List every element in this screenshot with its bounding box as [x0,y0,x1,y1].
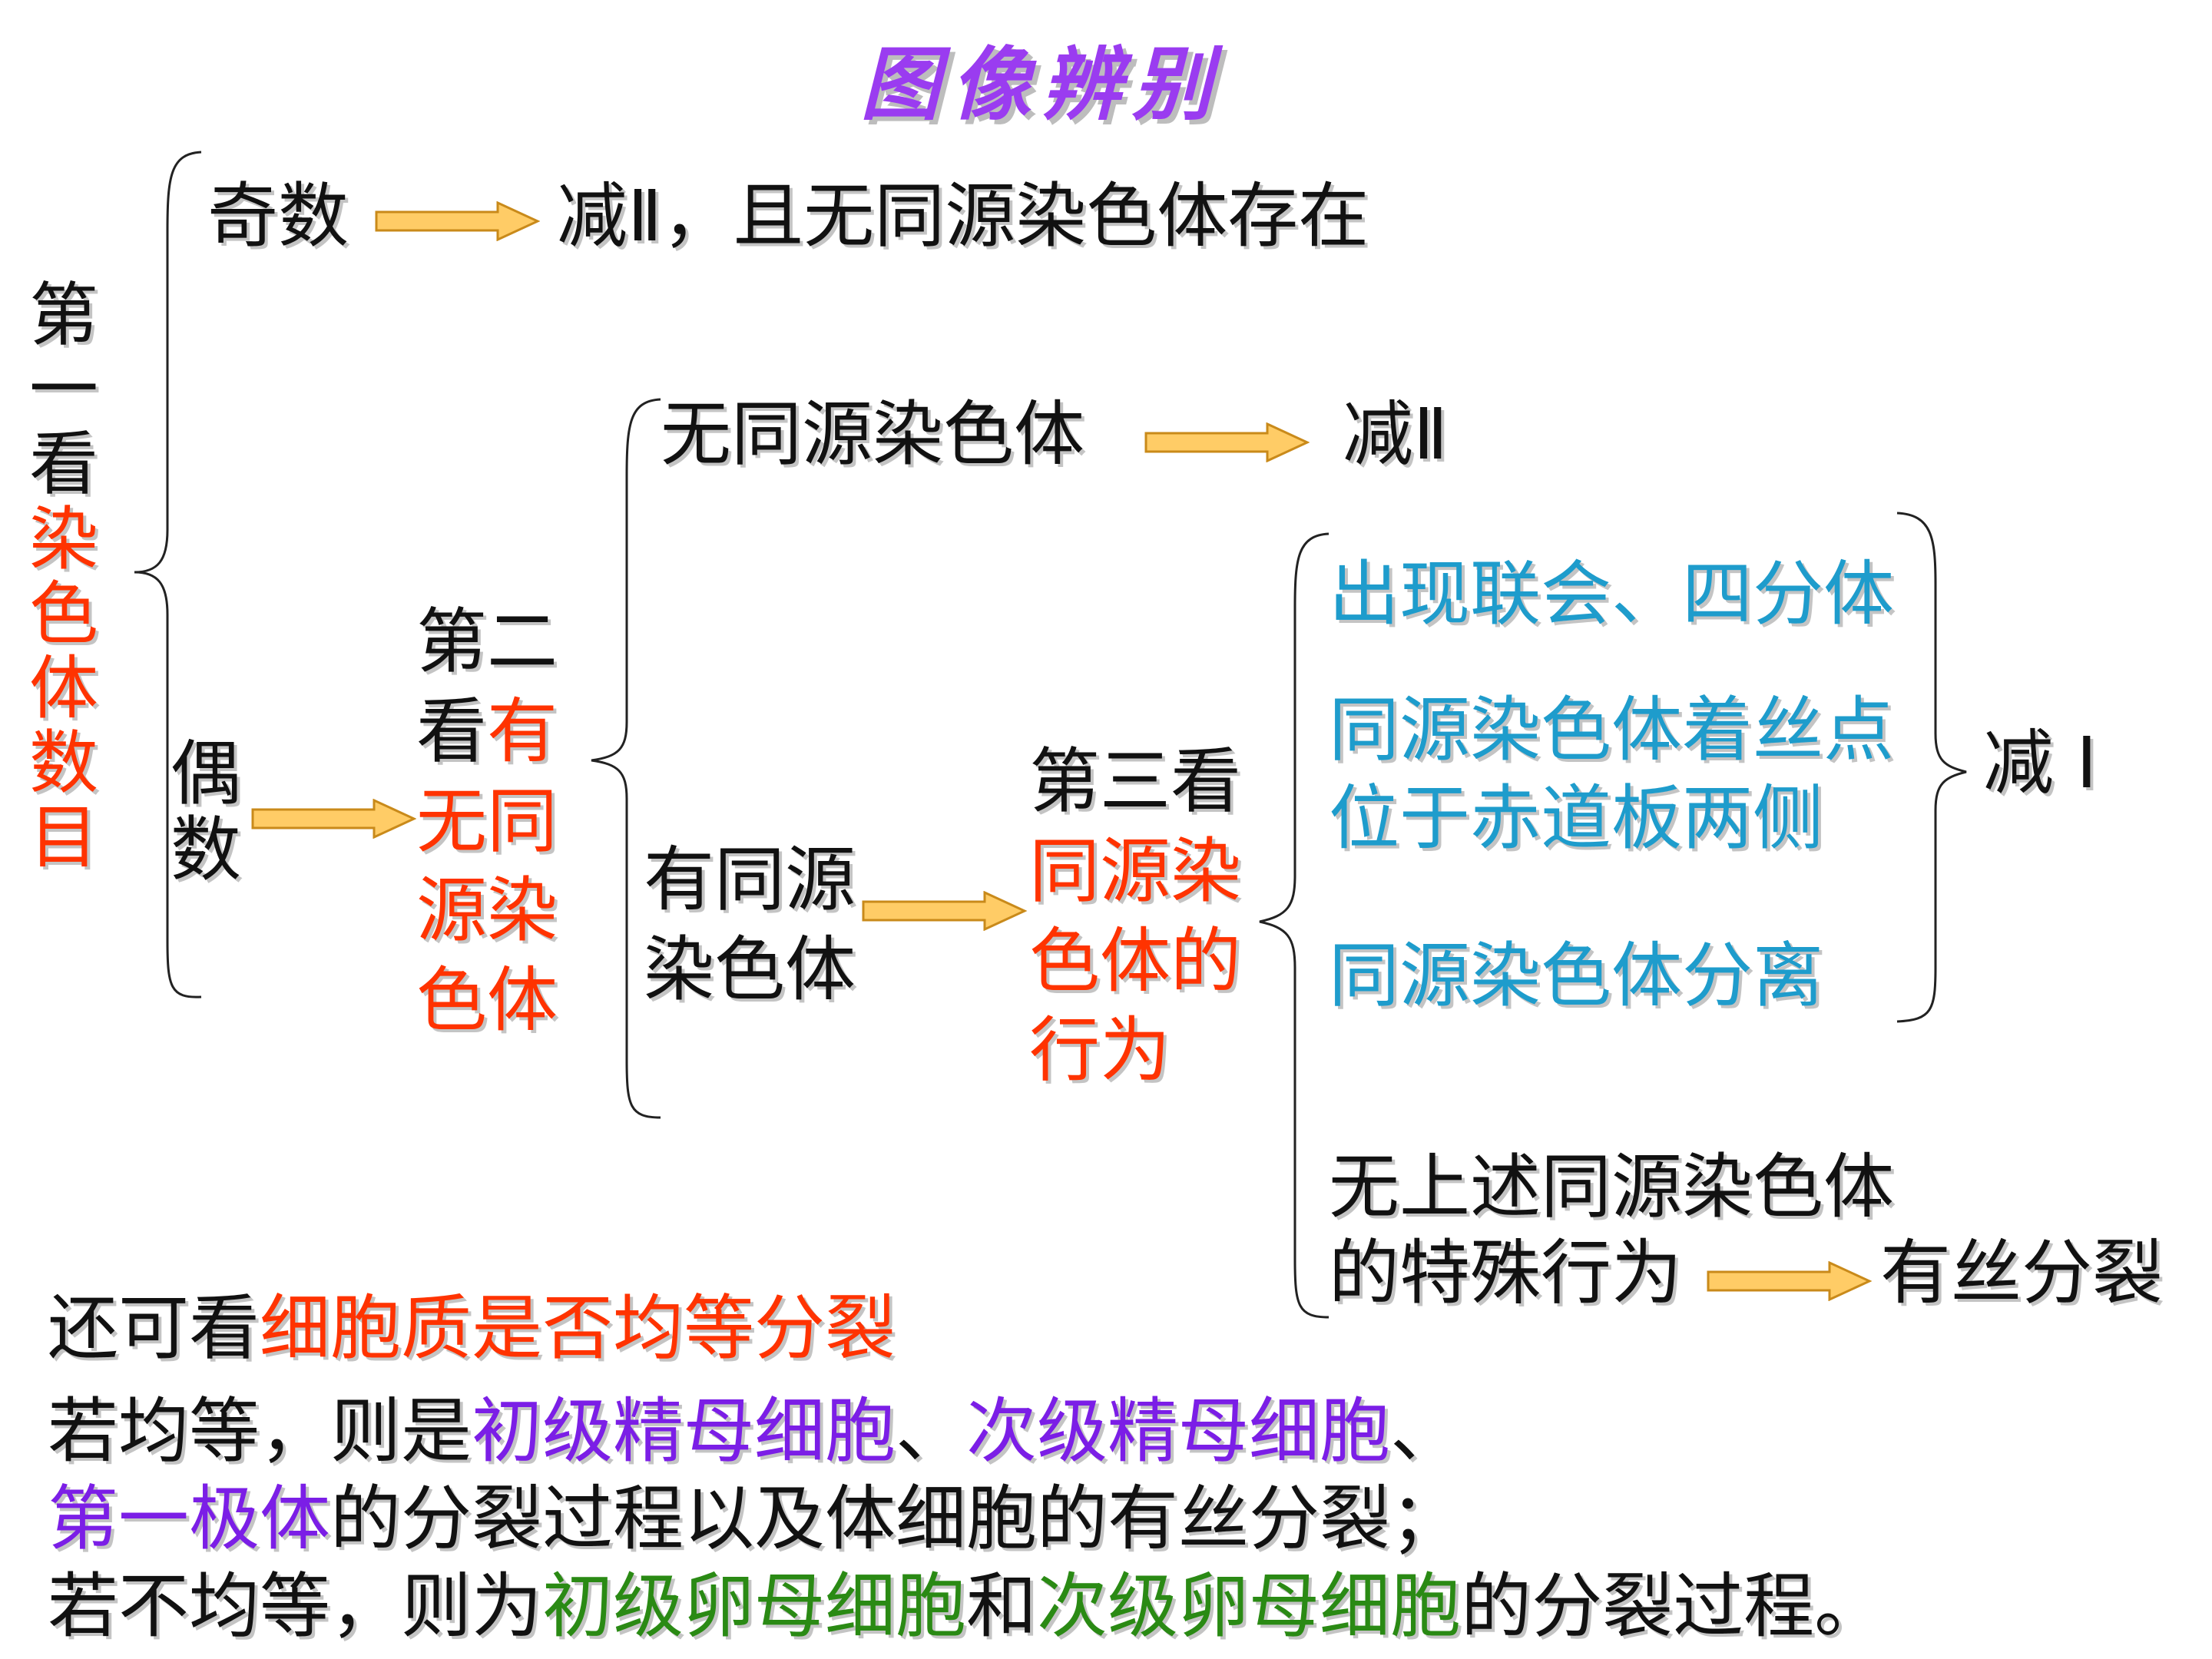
brace-first-look [134,151,202,998]
none-behavior-line2: 的特殊行为 [1329,1232,1683,1314]
behavior-centromere-line1: 同源染色体着丝点 [1329,689,1895,771]
note-line2-a: 若均等，则是 [48,1390,472,1472]
note-line4: 若不均等，则为初级卵母细胞和次级卵母细胞的分裂过程。 [48,1571,1885,1642]
even-label-char: 数 [171,809,242,892]
first-look-highlight-char: 数 [29,723,98,804]
note-line2-b: 初级精母细胞 [472,1390,896,1472]
first-look-highlight: 染色体数目 [29,498,98,879]
arrow-has-homolog [862,891,1027,931]
note-line3-a: 第一极体 [48,1478,331,1560]
first-look-prefix: 第一看 [29,278,98,502]
none-behavior-line1: 无上述同源染色体 [1329,1146,1895,1228]
even-label-char: 偶 [171,733,242,815]
first-look-prefix-char: 看 [29,424,98,505]
second-look-highlight: 有无同源染色体 [416,690,558,1042]
note-line1-a: 还可看 [48,1287,260,1369]
no-homolog-result: 减Ⅱ [1343,393,1449,475]
note-line2-c: 、 [896,1390,967,1472]
first-look-label: 第一看 染色体数目 [29,278,98,876]
behavior-centromere-line2: 位于赤道板两侧 [1329,777,1824,859]
behavior-synapsis: 出现联会、四分体 [1329,553,1895,635]
third-look-prefix: 第三看 [1029,740,1242,823]
note-line4-d: 次级卵母细胞 [1037,1565,1462,1647]
arrow-even [251,799,416,839]
behaviors-result: 减 Ⅰ [1983,722,2098,804]
first-look-highlight-char: 目 [29,797,98,879]
odd-result: 减Ⅱ，且无同源染色体存在 [557,175,1369,257]
first-look-highlight-char: 色 [29,573,98,654]
note-line2: 若均等，则是初级精母细胞、次级精母细胞、 [48,1396,1461,1467]
note-line3: 第一极体的分裂过程以及体细胞的有丝分裂； [48,1484,1461,1555]
note-line2-e: 、 [1390,1390,1462,1472]
behavior-separation: 同源染色体分离 [1329,935,1824,1017]
note-line2-d: 次级精母细胞 [966,1390,1391,1472]
first-look-prefix-char: 第 [29,275,98,356]
none-behavior-result: 有丝分裂 [1880,1232,2164,1314]
first-look-highlight-char: 染 [29,498,98,580]
note-line4-b: 初级卵母细胞 [542,1565,967,1647]
has-homolog-label: 有同源染色体 [644,839,856,1011]
third-look-label: 第三看同源染色体的行为 [1029,737,1252,1096]
arrow-none-behavior [1707,1261,1872,1301]
note-line3-b: 的分裂过程以及体细胞的有丝分裂； [330,1478,1462,1560]
first-look-prefix-char: 一 [29,349,98,431]
no-homolog-label: 无同源染色体 [661,393,1085,475]
brace-behaviors [1896,512,1967,1023]
second-look-label: 第二看有无同源染色体 [416,598,562,1046]
even-label: 偶数 [171,736,241,889]
note-line1: 还可看细胞质是否均等分裂 [48,1293,896,1364]
note-line4-a: 若不均等，则为 [48,1565,543,1647]
first-look-highlight-char: 体 [29,647,98,729]
second-look-prefix: 第二看 [416,601,558,773]
arrow-odd [375,201,540,241]
arrow-no-homolog [1144,422,1310,462]
page-title: 图像辨别 [860,38,1224,131]
note-line1-b: 细胞质是否均等分裂 [260,1287,896,1369]
brace-second-look [591,398,661,1119]
note-line4-c: 和 [966,1565,1038,1647]
note-line4-e: 的分裂过程。 [1461,1565,1886,1647]
third-look-highlight: 同源染色体的行为 [1029,830,1242,1092]
odd-label: 奇数 [207,175,349,257]
brace-third-look [1259,532,1330,1319]
